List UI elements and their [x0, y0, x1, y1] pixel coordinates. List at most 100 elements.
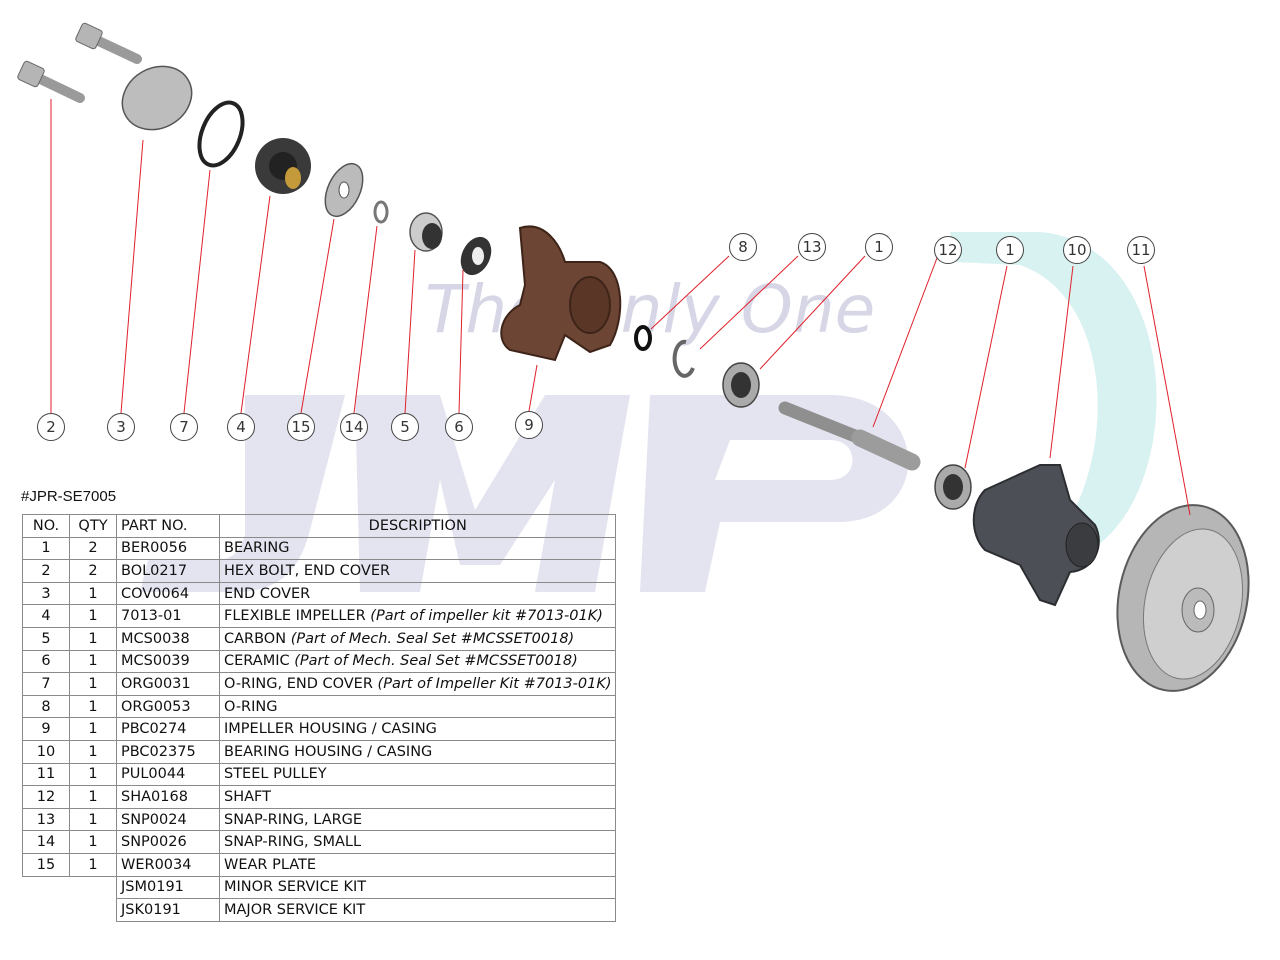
callout-circle: [170, 413, 198, 441]
description-text: SNAP-RING, SMALL: [224, 834, 362, 851]
description-note: (Part of impeller kit #7013-01K): [370, 608, 603, 625]
callout-circle: [1063, 236, 1091, 264]
carbon-seal: [409, 212, 443, 252]
callout-circle: [996, 236, 1024, 264]
blank-cell: [70, 899, 117, 922]
callout-8: 8: [729, 233, 757, 261]
row-description: O-RING: [218, 694, 617, 719]
description-text: END COVER: [224, 585, 311, 602]
kit-part-no: JSK0191: [116, 898, 220, 922]
row-qty: 1: [69, 649, 117, 674]
description-text: SHAFT: [224, 788, 271, 805]
row-no: 12: [22, 785, 70, 809]
description-text: SNAP-RING, LARGE: [224, 811, 363, 828]
row-no: 4: [22, 604, 70, 628]
row-part-no: PUL0044: [116, 762, 220, 787]
callout-number: 7: [179, 418, 189, 436]
row-no: 15: [22, 852, 70, 877]
row-no: 3: [22, 581, 70, 606]
row-description: CERAMIC (Part of Mech. Seal Set #MCSSET0…: [218, 649, 617, 674]
callout-1: 1: [865, 233, 893, 261]
row-description: FLEXIBLE IMPELLER (Part of impeller kit …: [218, 604, 617, 628]
end-cover: [121, 65, 193, 131]
description-text: WEAR PLATE: [224, 856, 317, 873]
row-no: 10: [22, 739, 70, 764]
callout-number: 11: [1131, 241, 1150, 259]
callout-number: 13: [802, 238, 821, 256]
callout-circle: [1127, 236, 1155, 264]
row-no: 13: [22, 807, 70, 832]
callout-circle: [934, 236, 962, 264]
row-part-no: BER0056: [116, 536, 220, 561]
callout-number: 6: [454, 418, 464, 436]
row-part-no: MCS0039: [116, 649, 220, 674]
callout-9: 9: [515, 411, 543, 439]
row-qty: 1: [69, 852, 117, 877]
callout-14: 14: [340, 413, 368, 441]
row-part-no: SNP0024: [116, 807, 220, 832]
callout-number: 1: [874, 238, 884, 256]
row-part-no: BOL0217: [116, 559, 220, 583]
callout-number: 3: [116, 418, 126, 436]
row-qty: 1: [69, 830, 117, 854]
callout-circle: [107, 413, 135, 441]
hex-bolt-1: [17, 60, 85, 103]
watermark-accent-swoosh: [950, 232, 1157, 560]
col-header-qty: QTY: [69, 514, 117, 538]
description-text: O-RING, END COVER: [224, 675, 373, 692]
row-part-no: PBC0274: [116, 717, 220, 741]
callout-number: 2: [46, 418, 56, 436]
row-qty: 1: [69, 626, 117, 651]
callout-circle: [37, 413, 65, 441]
bearing-1a: [722, 362, 760, 408]
description-text: O-RING: [224, 698, 278, 715]
row-no: 6: [22, 649, 70, 674]
row-qty: 1: [69, 807, 117, 832]
description-note: (Part of Mech. Seal Set #MCSSET0018): [290, 630, 575, 647]
leader-lines: [50, 99, 1191, 516]
o-ring-8: [634, 325, 652, 351]
row-part-no: ORG0053: [116, 694, 220, 719]
callout-15: 15: [287, 413, 315, 441]
callout-circle: [287, 413, 315, 441]
row-qty: 1: [69, 672, 117, 696]
callout-circle: [798, 233, 826, 261]
row-no: 2: [22, 559, 70, 583]
description-text: IMPELLER HOUSING / CASING: [224, 721, 437, 738]
callout-number: 1: [1005, 241, 1015, 259]
row-qty: 1: [69, 604, 117, 628]
callout-circle: [340, 413, 368, 441]
row-part-no: 7013-01: [116, 604, 220, 628]
row-part-no: ORG0031: [116, 672, 220, 696]
row-no: 1: [22, 536, 70, 561]
table-header-row: NO. QTY PART NO. DESCRIPTION: [22, 514, 617, 538]
flexible-impeller: [255, 138, 311, 194]
callout-number: 9: [524, 416, 534, 434]
callout-number: 8: [738, 238, 748, 256]
row-part-no: SNP0026: [116, 830, 220, 854]
description-note: (Part of Mech. Seal Set #MCSSET0018): [294, 653, 578, 670]
blank-cell: [70, 876, 117, 899]
row-part-no: COV0064: [116, 581, 220, 606]
row-qty: 1: [69, 739, 117, 764]
col-header-no: NO.: [22, 514, 70, 538]
row-no: 14: [22, 830, 70, 854]
row-no: 9: [22, 717, 70, 741]
callout-circle: [391, 413, 419, 441]
callout-circle: [865, 233, 893, 261]
row-part-no: WER0034: [116, 852, 220, 877]
row-description: O-RING, END COVER (Part of Impeller Kit …: [218, 672, 617, 696]
impeller-housing: [500, 225, 622, 362]
